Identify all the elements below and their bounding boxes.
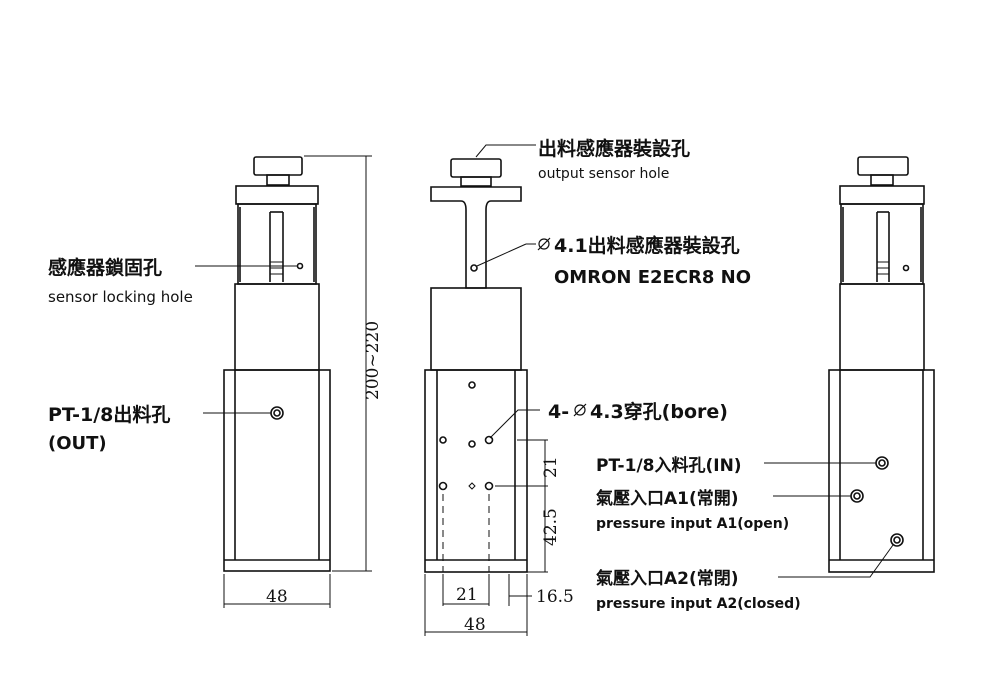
hole-spacing-horizontal: 21 bbox=[456, 585, 478, 605]
in-port-label: PT-1/8入料孔(IN) bbox=[596, 455, 742, 476]
output-sensor-label-cn: 出料感應器裝設孔 bbox=[538, 137, 690, 160]
out-port-label-en: (OUT) bbox=[48, 433, 107, 454]
output-sensor-label-en: output sensor hole bbox=[538, 166, 669, 182]
sensor-model: OMRON E2ECR8 NO bbox=[554, 267, 751, 288]
a2-label-en: pressure input A2(closed) bbox=[596, 596, 801, 612]
bore-holes-spec: 4.3穿孔(bore) bbox=[590, 400, 728, 423]
sensor-hole-spec: 4.1出料感應器裝設孔 bbox=[554, 234, 740, 257]
out-port-label: PT-1/8出料孔 bbox=[48, 403, 170, 426]
a2-label-cn: 氣壓入口A2(常閉) bbox=[596, 568, 739, 589]
edge-offset-dimension: 16.5 bbox=[536, 587, 574, 607]
sensor-lock-label-en: sensor locking hole bbox=[48, 288, 193, 306]
a1-label-en: pressure input A1(open) bbox=[596, 516, 789, 532]
center-width-dimension: 48 bbox=[464, 615, 486, 635]
center-view bbox=[424, 144, 548, 636]
bore-holes-count: 4- bbox=[548, 401, 569, 423]
hole-spacing-v2: 42.5 bbox=[541, 508, 561, 546]
left-width-dimension: 48 bbox=[266, 587, 288, 607]
a1-label-cn: 氣壓入口A1(常開) bbox=[596, 488, 739, 509]
diameter-symbol-2 bbox=[573, 403, 587, 417]
right-view bbox=[764, 156, 935, 578]
sensor-lock-label-cn: 感應器鎖固孔 bbox=[48, 256, 162, 279]
height-dimension: 200~220 bbox=[363, 321, 383, 400]
hole-spacing-v1: 21 bbox=[541, 456, 561, 478]
left-view bbox=[195, 155, 372, 608]
diameter-symbol-1 bbox=[537, 237, 551, 251]
